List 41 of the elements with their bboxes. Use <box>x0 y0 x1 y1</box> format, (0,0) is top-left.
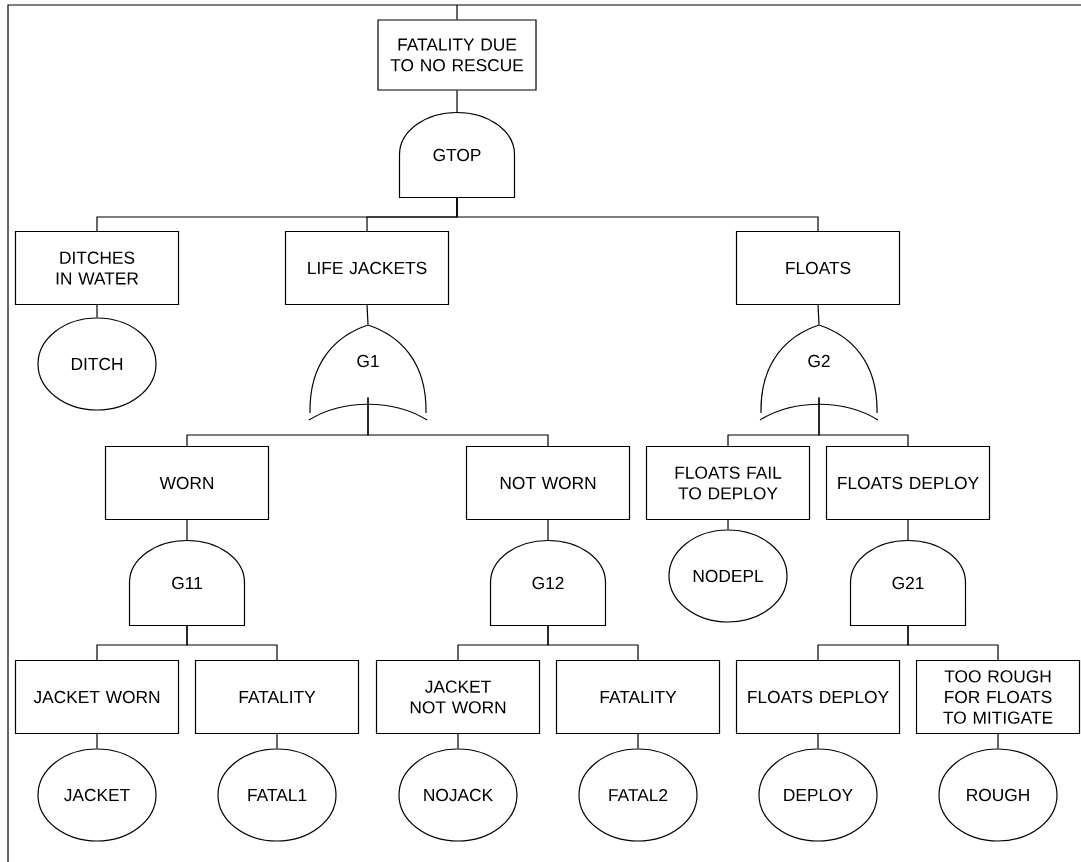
connector-line <box>367 397 549 447</box>
event-box: FLOATS DEPLOY <box>735 659 901 735</box>
connector-line <box>997 733 999 749</box>
connector-line <box>456 197 819 232</box>
connector-line <box>186 625 278 661</box>
event-box: FLOATS DEPLOY <box>825 445 991 521</box>
connector-line <box>637 733 639 749</box>
event-box: JACKET WORN <box>14 659 180 735</box>
connector-line <box>276 733 278 749</box>
connector-line <box>366 304 369 325</box>
connector-line <box>96 733 98 749</box>
connector-line <box>817 304 820 325</box>
and-gate: G21 <box>849 539 967 627</box>
connector-line <box>907 625 999 661</box>
and-gate: G11 <box>128 539 246 627</box>
connector-line <box>186 519 188 541</box>
event-box: LIFE JACKETS <box>284 230 450 306</box>
event-box: TOO ROUGH FOR FLOATS TO MITIGATE <box>915 659 1081 735</box>
event-box: WORN <box>104 445 270 521</box>
event-box: FLOATS FAIL TO DEPLOY <box>645 445 811 521</box>
connector-line <box>456 90 458 113</box>
and-gate: GTOP <box>398 111 516 199</box>
connector-line <box>818 397 909 447</box>
connector-line <box>547 625 639 661</box>
or-gate: G1 <box>308 324 428 421</box>
event-box: DITCHES IN WATER <box>14 230 180 306</box>
connector-line <box>907 519 909 541</box>
event-box: FATALITY DUE TO NO RESCUE <box>377 19 537 91</box>
or-gate: G2 <box>759 324 879 421</box>
connector-line <box>547 519 549 541</box>
event-box: JACKET NOT WORN <box>375 659 541 735</box>
event-box: FATALITY <box>555 659 721 735</box>
event-box: FATALITY <box>194 659 360 735</box>
connector-line <box>727 519 729 530</box>
connector-line <box>96 304 98 318</box>
event-box: FLOATS <box>735 230 901 306</box>
and-gate: G12 <box>489 539 607 627</box>
event-box: NOT WORN <box>465 445 631 521</box>
connector-line <box>817 733 819 749</box>
connector-line <box>456 4 458 20</box>
connector-line <box>457 733 459 749</box>
